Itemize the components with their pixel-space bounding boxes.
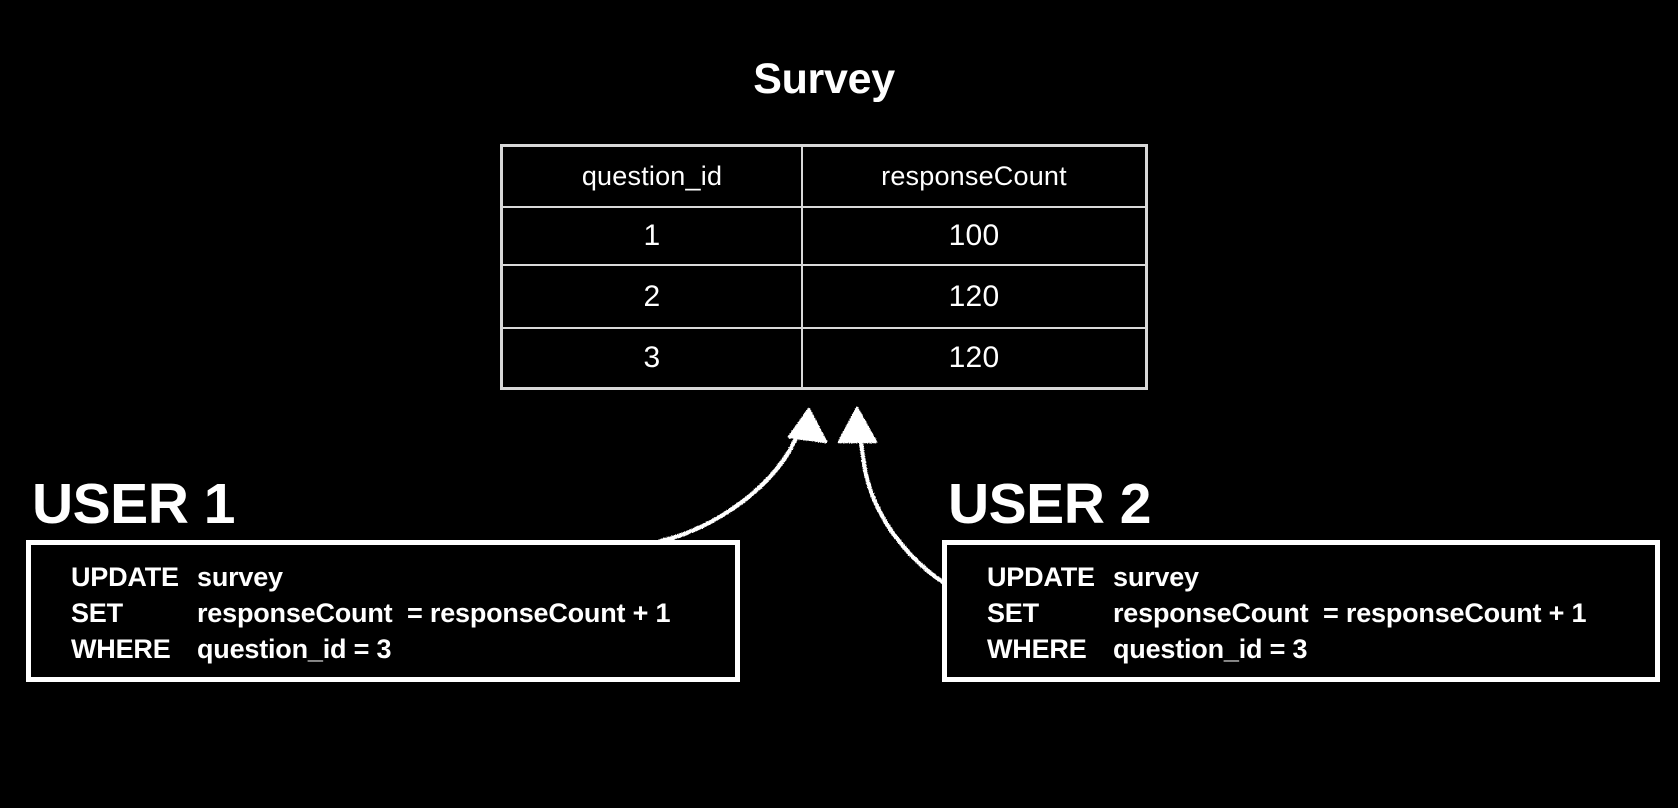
sql-line-update: UPDATE survey (71, 559, 735, 595)
cell-response-count: 120 (948, 341, 1000, 374)
sql-where-expression: question_id = 3 (1113, 634, 1308, 664)
sql-line-where: WHERE question_id = 3 (71, 631, 735, 667)
cell-response-count: 120 (948, 279, 1000, 313)
sql-line-set: SET responseCount = responseCount + 1 (71, 595, 735, 631)
cell-question-id: 2 (503, 266, 803, 327)
sql-table-name: survey (1113, 562, 1199, 592)
sql-set-expression: responseCount = responseCount + 1 (197, 598, 671, 628)
cell-question-id: 1 (503, 208, 803, 264)
table-row: 3 120 (503, 329, 1145, 387)
sql-where-expression: question_id = 3 (197, 634, 392, 664)
user-label-1: USER 1 (32, 472, 235, 536)
sql-box-user-2: UPDATE survey SET responseCount = response… (942, 540, 1660, 682)
cell-question-id: 3 (503, 329, 803, 387)
cell-response-count: 100 (948, 219, 1000, 252)
sql-line-set: SET responseCount = responseCount + 1 (987, 595, 1655, 631)
sql-keyword-update: UPDATE (987, 562, 1095, 592)
sql-keyword-set: SET (987, 598, 1039, 628)
table-header-row: question_id responseCount (503, 147, 1145, 208)
sql-keyword-where: WHERE (71, 634, 171, 664)
column-header-response-count: responseCount (881, 161, 1067, 191)
arrow-user2-to-table (837, 406, 947, 586)
table-row: 2 120 (503, 266, 1145, 329)
sql-box-user-1: UPDATE survey SET responseCount = response… (26, 540, 740, 682)
sql-line-update: UPDATE survey (987, 559, 1655, 595)
user-label-2: USER 2 (948, 472, 1151, 536)
sql-set-expression: responseCount = responseCount + 1 (1113, 598, 1587, 628)
column-header-question-id: question_id (503, 147, 803, 206)
survey-table: question_id responseCount 1 100 2 120 3 … (500, 144, 1148, 390)
sql-line-where: WHERE question_id = 3 (987, 631, 1655, 667)
sql-keyword-update: UPDATE (71, 562, 179, 592)
table-row: 1 100 (503, 208, 1145, 266)
table-title: Survey (753, 55, 895, 103)
sql-keyword-where: WHERE (987, 634, 1087, 664)
arrow-user1-to-table (657, 407, 828, 544)
sql-table-name: survey (197, 562, 283, 592)
sql-keyword-set: SET (71, 598, 123, 628)
